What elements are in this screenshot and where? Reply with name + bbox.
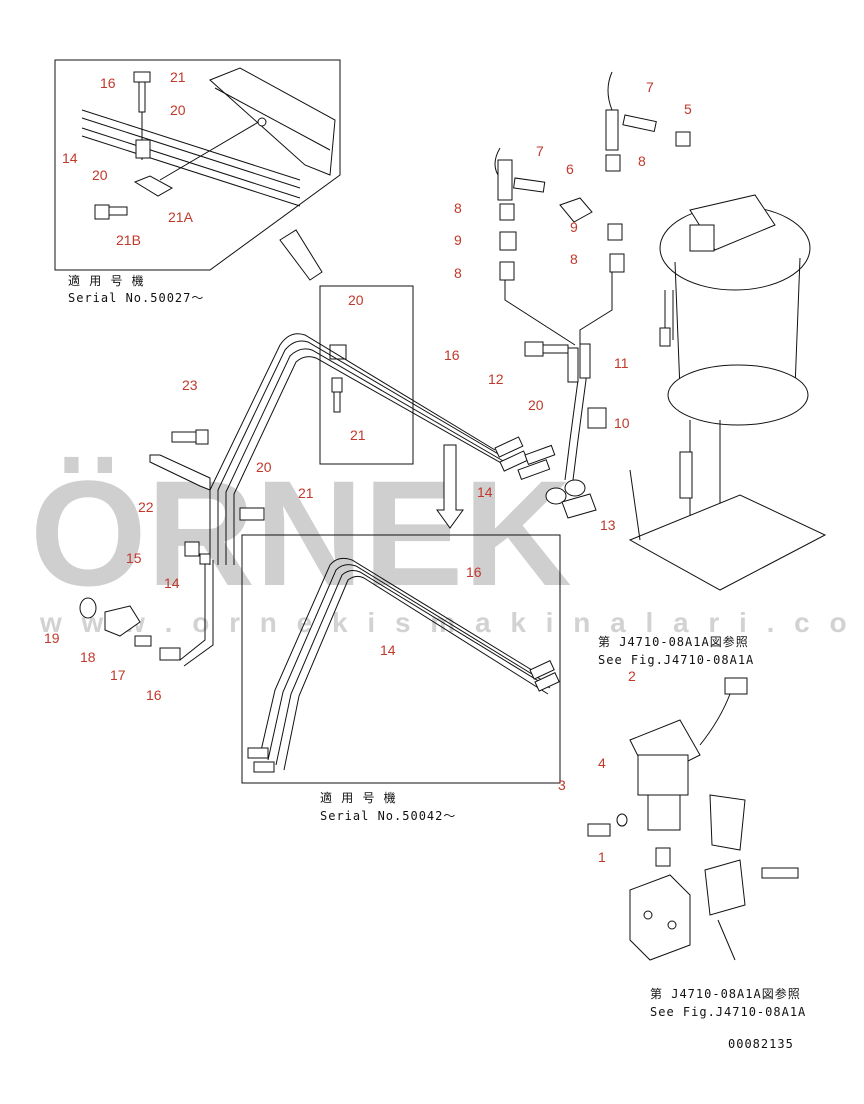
hydraulic-tank bbox=[628, 194, 827, 591]
callout-8: 8 bbox=[454, 265, 462, 281]
callout-1: 1 bbox=[598, 849, 606, 865]
inset-bottom-applies: 適 用 号 機 bbox=[320, 790, 397, 805]
callout-20: 20 bbox=[170, 102, 186, 118]
callout-10: 10 bbox=[614, 415, 630, 431]
inset-bottom-detail bbox=[241, 534, 561, 784]
callout-21b: 21B bbox=[116, 232, 141, 248]
callout-9: 9 bbox=[570, 219, 578, 235]
callout-2: 2 bbox=[628, 668, 636, 684]
callout-22: 22 bbox=[138, 499, 154, 515]
callout-8: 8 bbox=[454, 200, 462, 216]
callout-16: 16 bbox=[466, 564, 482, 580]
callout-21: 21 bbox=[298, 485, 314, 501]
callout-16: 16 bbox=[146, 687, 162, 703]
callout-3: 3 bbox=[558, 777, 566, 793]
callout-8: 8 bbox=[638, 153, 646, 169]
callout-4: 4 bbox=[598, 755, 606, 771]
inset-top-applies: 適 用 号 機 bbox=[68, 273, 145, 288]
callout-20: 20 bbox=[92, 167, 108, 183]
callout-12: 12 bbox=[488, 371, 504, 387]
callout-15: 15 bbox=[126, 550, 142, 566]
callout-23: 23 bbox=[182, 377, 198, 393]
callout-21: 21 bbox=[350, 427, 366, 443]
callout-17: 17 bbox=[110, 667, 126, 683]
ref-lower-en: See Fig.J4710-08A1A bbox=[650, 1005, 806, 1019]
callout-9: 9 bbox=[454, 232, 462, 248]
valve-assembly bbox=[587, 677, 799, 961]
ref-lower-jp: 第 J4710-08A1A図参照 bbox=[650, 986, 801, 1001]
callout-14: 14 bbox=[380, 642, 396, 658]
arrow-down bbox=[436, 444, 464, 529]
callout-13: 13 bbox=[600, 517, 616, 533]
callout-21a: 21A bbox=[168, 209, 194, 225]
callout-14: 14 bbox=[477, 484, 493, 500]
callout-19: 19 bbox=[44, 630, 60, 646]
callout-14: 14 bbox=[62, 150, 78, 166]
callout-7: 7 bbox=[646, 79, 654, 95]
inset-bottom-serial: Serial No.50042～ bbox=[320, 809, 456, 823]
inset-top-serial: Serial No.50027～ bbox=[68, 291, 204, 305]
callout-5: 5 bbox=[684, 101, 692, 117]
callout-8: 8 bbox=[570, 251, 578, 267]
callout-16: 16 bbox=[444, 347, 460, 363]
callout-11: 11 bbox=[614, 355, 629, 371]
callout-18: 18 bbox=[80, 649, 96, 665]
callout-20: 20 bbox=[528, 397, 544, 413]
pipe-run-main bbox=[179, 333, 556, 667]
clamp-detail-box bbox=[319, 285, 414, 465]
watermark: ÖRNEK w w w . o r n e k i s m a k i n a … bbox=[30, 449, 864, 638]
left-parts bbox=[79, 429, 265, 661]
callout-6: 6 bbox=[566, 161, 574, 177]
callout-20: 20 bbox=[348, 292, 364, 308]
ref-upper-en: See Fig.J4710-08A1A bbox=[598, 653, 754, 667]
callout-16: 16 bbox=[100, 75, 116, 91]
callout-21: 21 bbox=[170, 69, 186, 85]
callout-20: 20 bbox=[256, 459, 272, 475]
drawing-number: 00082135 bbox=[728, 1037, 794, 1051]
callout-14: 14 bbox=[164, 575, 180, 591]
inset-top-detail bbox=[54, 59, 341, 281]
ref-upper-jp: 第 J4710-08A1A図参照 bbox=[598, 634, 749, 649]
callout-7: 7 bbox=[536, 143, 544, 159]
watermark-brand: ÖRNEK bbox=[30, 449, 572, 617]
fittings-column bbox=[494, 71, 691, 519]
